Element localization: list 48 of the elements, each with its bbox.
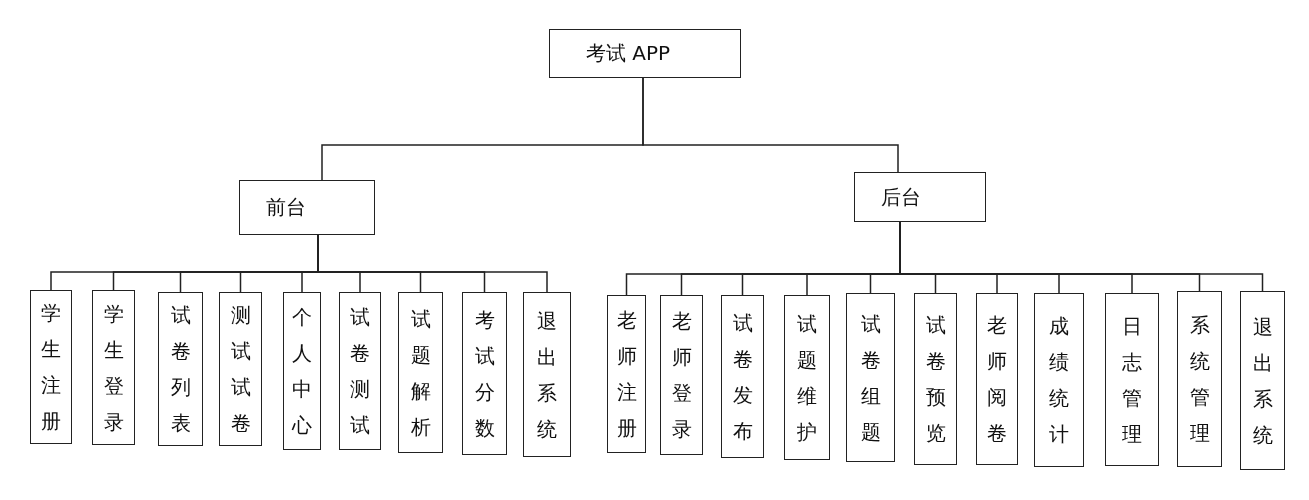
box-label: 试卷组题 — [860, 310, 881, 446]
function-box — [914, 293, 957, 465]
function-box — [398, 292, 443, 453]
function-box — [219, 292, 262, 446]
box-label: 试卷预览 — [925, 312, 946, 447]
box-label: 前台 — [266, 194, 306, 221]
box-label: 后台 — [881, 183, 921, 211]
function-box — [784, 295, 830, 460]
function-box — [976, 293, 1018, 465]
function-box — [30, 290, 72, 444]
function-box — [158, 292, 203, 446]
box-label: 老师阅卷 — [986, 312, 1008, 447]
box-label: 退出系统 — [1252, 313, 1273, 449]
box-label: 考试分数 — [474, 306, 495, 442]
connector-line — [317, 234, 548, 293]
box-label: 测试试卷 — [230, 302, 251, 437]
box-label: 学生注册 — [40, 300, 62, 435]
function-box — [721, 295, 764, 458]
box-label: 学生登录 — [103, 300, 124, 436]
function-box — [1177, 291, 1222, 467]
box-label: 试题解析 — [410, 305, 431, 441]
box-label: 个人中心 — [291, 304, 313, 439]
function-box — [462, 292, 507, 455]
box-label: 日志管理 — [1121, 312, 1143, 448]
box-label: 成绩统计 — [1048, 313, 1070, 448]
function-box — [607, 295, 646, 453]
function-box — [339, 292, 381, 450]
function-box — [1240, 291, 1285, 470]
function-box — [523, 292, 571, 457]
box-label: 退出系统 — [536, 307, 558, 443]
box-label: 试卷列表 — [170, 302, 191, 437]
module-box — [239, 180, 375, 235]
box-label: 老师注册 — [616, 307, 637, 442]
connector-line — [642, 77, 899, 173]
box-label: 试题维护 — [796, 310, 818, 446]
module-box — [854, 172, 986, 222]
box-label: 试卷发布 — [732, 309, 753, 445]
function-box — [1034, 293, 1084, 467]
function-box — [1105, 293, 1159, 466]
function-box — [92, 290, 135, 445]
function-box — [283, 292, 321, 450]
box-label: 老师登录 — [671, 308, 692, 443]
module-box — [549, 29, 741, 78]
function-box — [846, 293, 895, 462]
box-label: 试卷测试 — [349, 304, 371, 439]
box-label: 系统管理 — [1189, 312, 1210, 447]
box-label: 考试 APP — [586, 40, 671, 67]
function-box — [660, 295, 703, 455]
